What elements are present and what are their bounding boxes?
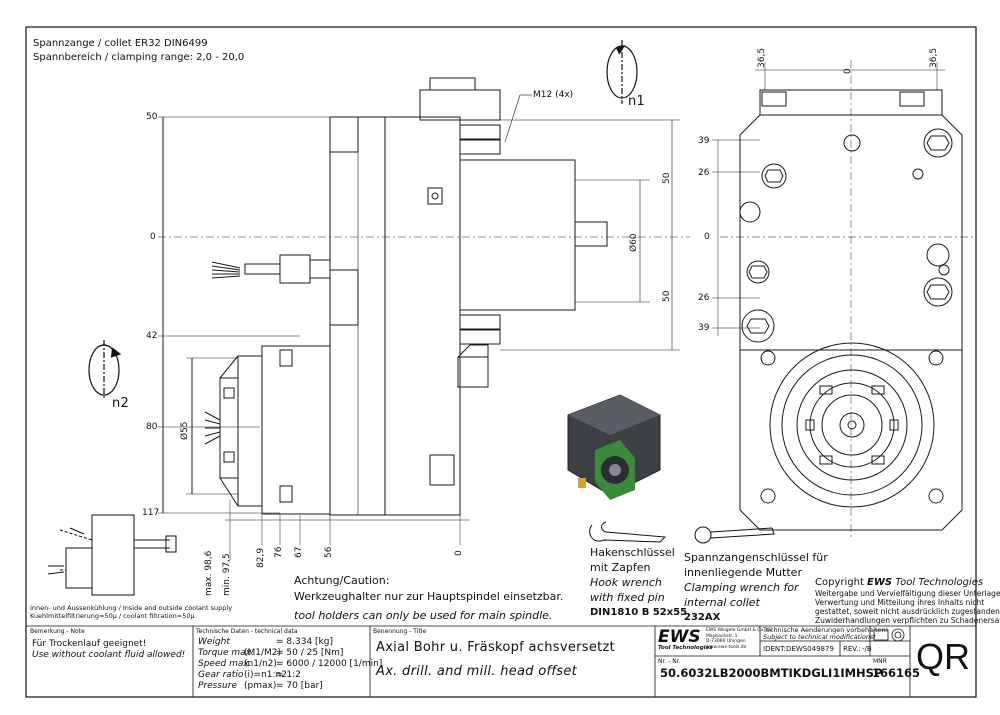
clamp-wrench-en1: Clamping wrench for: [684, 581, 799, 594]
dim-50-top: 50: [146, 112, 158, 122]
clamp-wrench-de1: Spannzangenschlüssel für: [684, 551, 828, 564]
caution-de: Werkzeughalter nur zur Hauptspindel eins…: [294, 590, 564, 603]
remark-de: Für Trockenlauf geeignet!: [32, 639, 147, 649]
dim-min: min. 97,5: [222, 553, 232, 596]
coolant-note: Innen- und Aussenkühlung / Inside and ou…: [30, 604, 233, 612]
coolant-schematic: [47, 514, 177, 596]
qr-mark: QR: [916, 636, 970, 677]
dim-max: max. 98,6: [204, 550, 214, 596]
sheet-border: [25, 26, 977, 698]
tech-sym: (i)=n1:n2: [244, 670, 287, 680]
dim-26-bottom: 26: [698, 293, 710, 303]
copyright-l3: gestattet, soweit nicht ausdrücklich zug…: [815, 607, 1000, 616]
title-header: Benennung - Title: [373, 628, 427, 635]
dim-80: 80: [146, 422, 158, 432]
dim-39-top: 39: [698, 136, 710, 146]
dim-50-r1: 50: [662, 172, 672, 184]
tech-val: = 6000 / 12000 [1/min]: [276, 659, 383, 669]
dim-76: 76: [274, 546, 284, 558]
title-en: Ax. drill. and mill. head offset: [376, 664, 578, 679]
dim-36-5-a: 36,5: [757, 47, 767, 68]
hook-wrench-en2: with fixed pin: [590, 591, 665, 604]
tech-label: Pressure: [198, 681, 237, 691]
collet-spec: Spannzange / collet ER32 DIN6499: [33, 38, 208, 49]
tech-label: Torque max.: [198, 648, 254, 658]
copyright-l4: Zuwiderhandlungen verpflichten zu Schade…: [815, 616, 1000, 625]
ident-value: DEWS049879: [786, 645, 834, 653]
front-view: [712, 60, 975, 540]
ident-label: IDENT:: [763, 645, 786, 653]
tech-sym: (M1/M2): [244, 648, 282, 658]
clamp-wrench-code: 232AX: [684, 612, 721, 623]
title-block-grid: [26, 625, 976, 697]
company-l2: Maybachstr. 1: [706, 633, 738, 639]
company-l3: D-73066 Uhingen: [706, 639, 746, 644]
dim-0-bottom: 0: [454, 550, 464, 556]
hook-wrench-code: DIN1810 B 52x55: [590, 607, 688, 618]
dim-0-top: 0: [843, 68, 853, 74]
copyright-l2: Verwertung und Mitteilung ihres Inhalts …: [815, 598, 985, 607]
copyright-title: Copyright EWS Tool Technologies: [815, 577, 984, 588]
dim-dia60: Ø60: [629, 233, 639, 252]
n2-label: n2: [112, 396, 130, 411]
m12-callout: M12 (4x): [533, 90, 574, 100]
caution-en: tool holders can only be used for main s…: [294, 609, 553, 622]
dim-117: 117: [142, 508, 160, 518]
nr-header: Nr. - Nr.: [658, 658, 681, 665]
dim-0-left: 0: [150, 232, 156, 242]
dim-0-right: 0: [704, 232, 710, 242]
changes-de: Technische Aenderungen vorbehalten!: [763, 626, 889, 634]
dim-dia55: Ø55: [180, 421, 190, 440]
mnr-value: 166165: [872, 666, 921, 680]
clamping-wrench-icon: [694, 526, 775, 544]
tech-val: = 8.334 [kg]: [276, 637, 333, 647]
remark-header: Bemerkung - Note: [30, 628, 85, 635]
title-de: Axial Bohr u. Fräskopf achsversetzt: [376, 640, 616, 655]
tech-val: = 1:2: [276, 670, 301, 680]
filter-note: Kuehlmittelfiltrierung=50µ / coolant fil…: [30, 612, 195, 620]
changes-en: Subject to technical modifications!: [763, 633, 876, 641]
ews-logo-sub: Tool Technologies: [658, 645, 713, 651]
tech-val: = 70 [bar]: [276, 681, 323, 691]
clamp-wrench-de2: innenliegende Mutter: [684, 566, 802, 579]
dim-39-bottom: 39: [698, 323, 710, 333]
tech-label: Gear ratio: [198, 670, 244, 680]
part-number: 50.6032LB2000BMTIKDGLI1IMHSP: [660, 666, 883, 680]
tech-header: Technische Daten - technical data: [196, 628, 298, 635]
dim-42: 42: [146, 331, 158, 341]
n1-label: n1: [628, 94, 646, 109]
company-l4: www.ews-tools.de: [706, 644, 747, 650]
dim-67: 67: [294, 546, 304, 558]
ews-logo: EWS: [658, 627, 701, 647]
hook-wrench-de1: Hakenschlüssel: [590, 546, 675, 559]
dim-36-5-b: 36,5: [929, 47, 939, 68]
rev-label: REV.:: [843, 645, 861, 653]
dim-82-9: 82,9: [256, 547, 266, 568]
tech-label: Speed max.: [198, 659, 252, 669]
rev-value: -/B: [862, 645, 872, 653]
dim-56: 56: [324, 546, 334, 558]
rotation-n1-icon: [606, 40, 638, 104]
clamp-wrench-en2: internal collet: [684, 596, 760, 609]
tech-sym: (n1/n2): [244, 659, 277, 669]
tech-sym: (pmax): [244, 681, 277, 691]
dim-50-r2: 50: [662, 290, 672, 302]
tech-val: = 50 / 25 [Nm]: [276, 648, 344, 658]
rotation-n2-icon: [88, 340, 122, 400]
hook-wrench-icon: [589, 521, 667, 543]
dim-26-top: 26: [698, 168, 710, 178]
clamping-range: Spannbereich / clamping range: 2,0 - 20,…: [33, 52, 245, 63]
side-view: [158, 77, 690, 560]
tech-label: Weight: [198, 637, 230, 647]
hook-wrench-en1: Hook wrench: [590, 576, 662, 589]
remark-en: Use without coolant fluid allowed!: [32, 650, 186, 660]
company-l1: EWS Weigele GmbH & Co. KG: [706, 628, 773, 633]
caution-label: Achtung/Caution:: [294, 574, 390, 587]
copyright-l1: Weitergabe und Vervielfältigung dieser U…: [815, 589, 1000, 598]
iso-render: [567, 394, 661, 500]
mnr-header: MNR: [873, 658, 887, 665]
hook-wrench-de2: mit Zapfen: [590, 561, 651, 574]
